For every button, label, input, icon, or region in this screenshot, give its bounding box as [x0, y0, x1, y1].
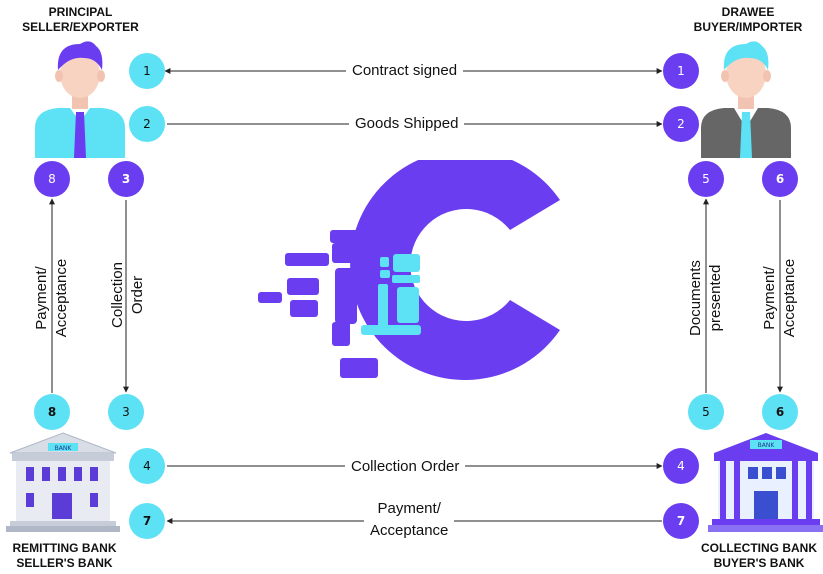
contract-signed-label: Contract signed [346, 60, 464, 82]
payment-acceptance-bottom-label: Payment/Acceptance [364, 498, 455, 542]
collection-order-label: Collection Order [345, 456, 466, 478]
step-3-bottom-badge: 3 [108, 394, 144, 430]
step-5-bottom-badge: 5 [688, 394, 724, 430]
step-6-bottom-badge: 6 [762, 394, 798, 430]
step-4-right-badge: 4 [663, 448, 699, 484]
payment-acceptance-left-label: Payment/Acceptance [33, 258, 70, 338]
goods-shipped-label: Goods Shipped [349, 113, 465, 135]
step-2-right-badge: 2 [663, 106, 699, 142]
center-logo-icon [258, 160, 560, 380]
step-3-top-badge: 3 [108, 161, 144, 197]
collecting-bank-icon: BANK [708, 433, 823, 532]
svg-text:BANK: BANK [55, 445, 73, 452]
seller-person-icon [35, 41, 125, 158]
step-6-top-badge: 6 [762, 161, 798, 197]
step-4-left-badge: 4 [129, 448, 165, 484]
buyer-person-icon [701, 41, 791, 158]
step-8-bottom-badge: 8 [34, 394, 70, 430]
step-5-top-badge: 5 [688, 161, 724, 197]
step-7-right-badge: 7 [663, 503, 699, 539]
payment-acceptance-right-label: Payment/Acceptance [761, 258, 798, 338]
svg-text:BANK: BANK [758, 442, 776, 449]
step-7-left-badge: 7 [129, 503, 165, 539]
step-2-left-badge: 2 [129, 106, 165, 142]
remitting-bank-icon: BANK [6, 432, 120, 532]
step-8-top-badge: 8 [34, 161, 70, 197]
step-1-right-badge: 1 [663, 53, 699, 89]
step-1-left-badge: 1 [129, 53, 165, 89]
